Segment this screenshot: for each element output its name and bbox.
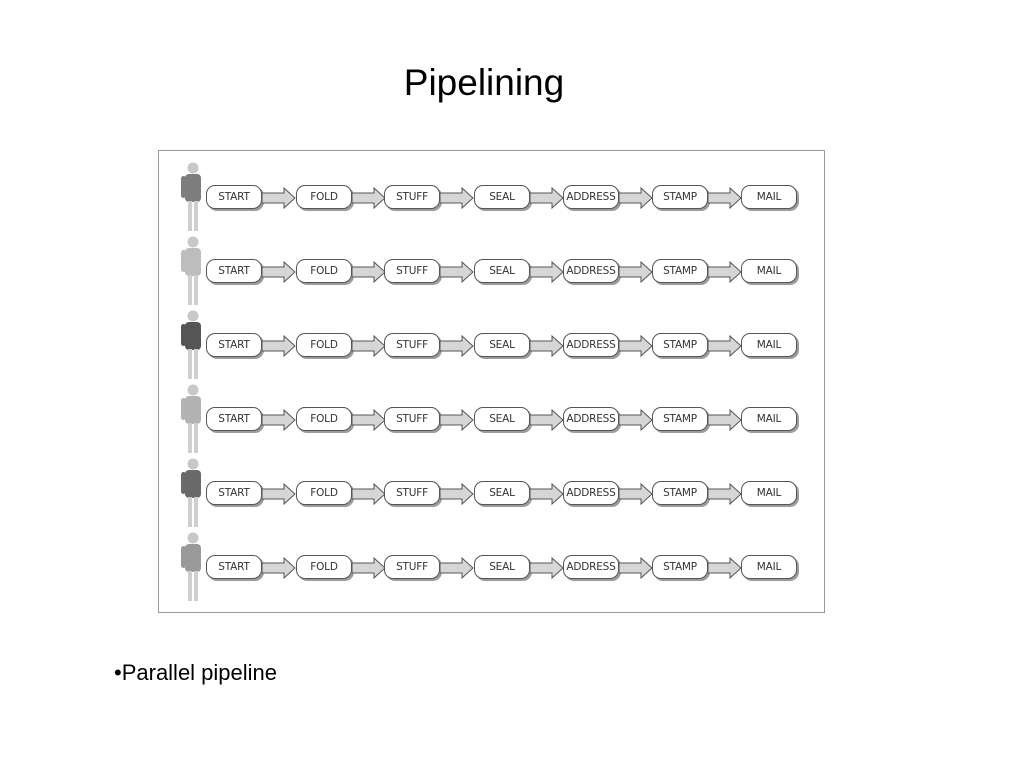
worker-figure-icon bbox=[181, 162, 201, 231]
arrow-right-icon bbox=[352, 409, 386, 431]
arrow-right-icon bbox=[708, 261, 742, 283]
arrow-right-icon bbox=[262, 557, 296, 579]
stage-fold: FOLD bbox=[296, 481, 352, 505]
arrow-right-icon bbox=[708, 187, 742, 209]
stage-stuff: STUFF bbox=[384, 333, 440, 357]
stage-seal: SEAL bbox=[474, 259, 530, 283]
stage-mail: MAIL bbox=[741, 407, 797, 431]
worker-figure-icon bbox=[181, 310, 201, 379]
stage-stuff: STUFF bbox=[384, 259, 440, 283]
arrow-right-icon bbox=[619, 409, 653, 431]
arrow-right-icon bbox=[708, 557, 742, 579]
stage-address: ADDRESS bbox=[563, 555, 619, 579]
stage-address: ADDRESS bbox=[563, 481, 619, 505]
stage-start: START bbox=[206, 555, 262, 579]
stage-stamp: STAMP bbox=[652, 407, 708, 431]
stage-stuff: STUFF bbox=[384, 407, 440, 431]
arrow-right-icon bbox=[440, 187, 474, 209]
arrow-right-icon bbox=[440, 409, 474, 431]
stage-start: START bbox=[206, 481, 262, 505]
arrow-right-icon bbox=[708, 335, 742, 357]
stage-fold: FOLD bbox=[296, 407, 352, 431]
stage-fold: FOLD bbox=[296, 555, 352, 579]
stage-mail: MAIL bbox=[741, 333, 797, 357]
arrow-right-icon bbox=[619, 557, 653, 579]
worker-figure-icon bbox=[181, 532, 201, 601]
stage-seal: SEAL bbox=[474, 185, 530, 209]
pipeline-row: START FOLD STUFF SEAL ADDRESS STAMP MAIL bbox=[159, 531, 826, 603]
stage-fold: FOLD bbox=[296, 333, 352, 357]
arrow-right-icon bbox=[262, 261, 296, 283]
stage-stamp: STAMP bbox=[652, 555, 708, 579]
pipeline-row: START FOLD STUFF SEAL ADDRESS STAMP MAIL bbox=[159, 457, 826, 529]
stage-mail: MAIL bbox=[741, 481, 797, 505]
arrow-right-icon bbox=[530, 483, 564, 505]
arrow-right-icon bbox=[530, 335, 564, 357]
stage-stamp: STAMP bbox=[652, 185, 708, 209]
stage-stuff: STUFF bbox=[384, 555, 440, 579]
arrow-right-icon bbox=[352, 557, 386, 579]
stage-address: ADDRESS bbox=[563, 333, 619, 357]
arrow-right-icon bbox=[530, 261, 564, 283]
worker-figure-icon bbox=[181, 236, 201, 305]
stage-stuff: STUFF bbox=[384, 185, 440, 209]
worker-figure-icon bbox=[181, 458, 201, 527]
arrow-right-icon bbox=[440, 557, 474, 579]
arrow-right-icon bbox=[440, 335, 474, 357]
stage-start: START bbox=[206, 185, 262, 209]
arrow-right-icon bbox=[262, 409, 296, 431]
arrow-right-icon bbox=[262, 187, 296, 209]
stage-stuff: STUFF bbox=[384, 481, 440, 505]
stage-seal: SEAL bbox=[474, 407, 530, 431]
stage-mail: MAIL bbox=[741, 259, 797, 283]
arrow-right-icon bbox=[619, 335, 653, 357]
stage-fold: FOLD bbox=[296, 259, 352, 283]
arrow-right-icon bbox=[530, 187, 564, 209]
stage-start: START bbox=[206, 259, 262, 283]
arrow-right-icon bbox=[708, 409, 742, 431]
worker-figure-icon bbox=[181, 384, 201, 453]
stage-address: ADDRESS bbox=[563, 407, 619, 431]
stage-stamp: STAMP bbox=[652, 259, 708, 283]
pipeline-row: START FOLD STUFF SEAL ADDRESS STAMP MAIL bbox=[159, 235, 826, 307]
stage-stamp: STAMP bbox=[652, 481, 708, 505]
stage-seal: SEAL bbox=[474, 555, 530, 579]
stage-address: ADDRESS bbox=[563, 259, 619, 283]
arrow-right-icon bbox=[619, 261, 653, 283]
arrow-right-icon bbox=[352, 483, 386, 505]
stage-mail: MAIL bbox=[741, 555, 797, 579]
stage-address: ADDRESS bbox=[563, 185, 619, 209]
arrow-right-icon bbox=[530, 409, 564, 431]
stage-start: START bbox=[206, 333, 262, 357]
arrow-right-icon bbox=[708, 483, 742, 505]
stage-mail: MAIL bbox=[741, 185, 797, 209]
pipeline-row: START FOLD STUFF SEAL ADDRESS STAMP MAIL bbox=[159, 383, 826, 455]
stage-stamp: STAMP bbox=[652, 333, 708, 357]
arrow-right-icon bbox=[262, 335, 296, 357]
arrow-right-icon bbox=[440, 483, 474, 505]
arrow-right-icon bbox=[440, 261, 474, 283]
arrow-right-icon bbox=[352, 335, 386, 357]
stage-start: START bbox=[206, 407, 262, 431]
stage-seal: SEAL bbox=[474, 333, 530, 357]
arrow-right-icon bbox=[619, 483, 653, 505]
arrow-right-icon bbox=[262, 483, 296, 505]
pipeline-row: START FOLD STUFF SEAL ADDRESS STAMP MAIL bbox=[159, 309, 826, 381]
arrow-right-icon bbox=[619, 187, 653, 209]
bullet-parallel-pipeline: •Parallel pipeline bbox=[114, 660, 278, 685]
arrow-right-icon bbox=[352, 261, 386, 283]
pipeline-row: START FOLD STUFF SEAL ADDRESS STAMP MAIL bbox=[159, 161, 826, 233]
stage-seal: SEAL bbox=[474, 481, 530, 505]
pipeline-diagram: START FOLD STUFF SEAL ADDRESS STAMP MAIL START F… bbox=[158, 150, 825, 613]
arrow-right-icon bbox=[530, 557, 564, 579]
slide-title: Pipelining bbox=[403, 62, 565, 103]
stage-fold: FOLD bbox=[296, 185, 352, 209]
arrow-right-icon bbox=[352, 187, 386, 209]
